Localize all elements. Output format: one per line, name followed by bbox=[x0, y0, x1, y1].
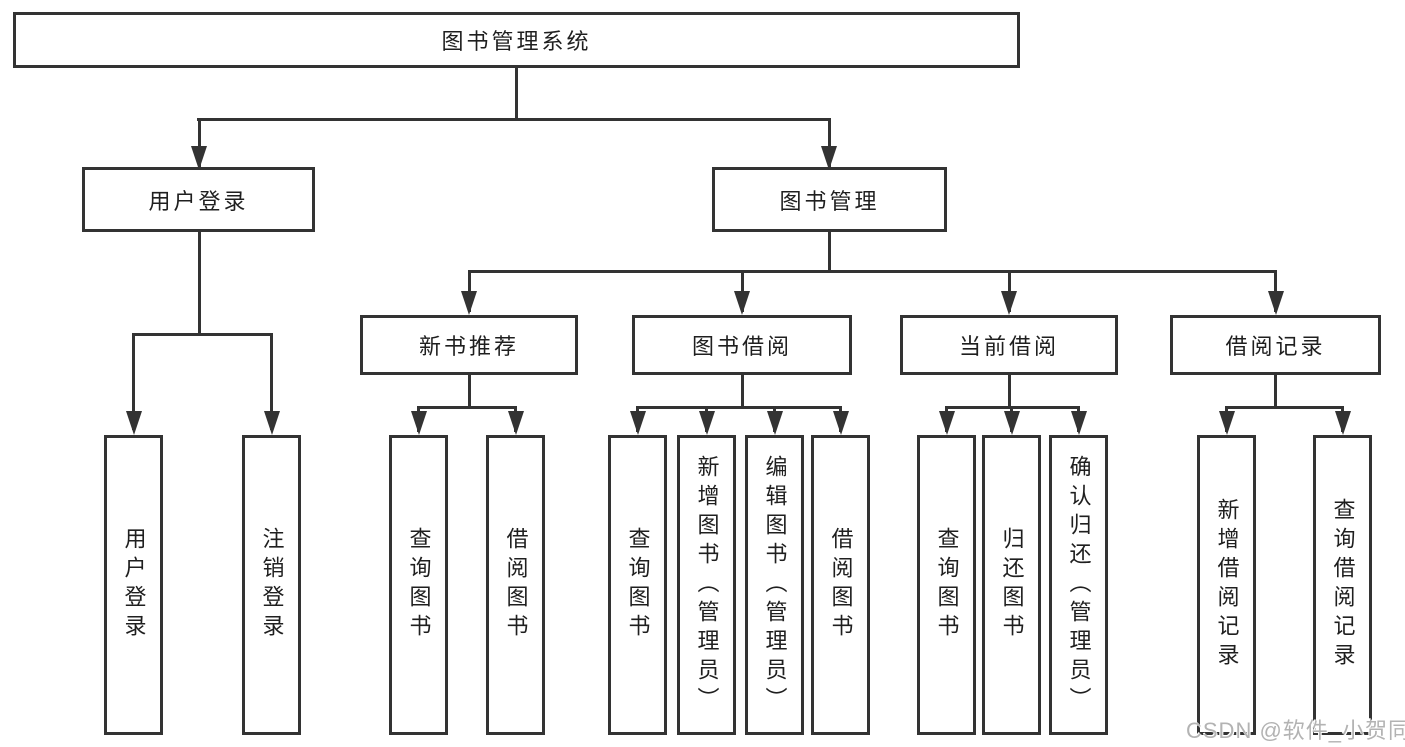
arrowhead-icon bbox=[1001, 291, 1017, 315]
connector-line bbox=[636, 406, 842, 409]
connector-line bbox=[417, 406, 517, 409]
connector-line bbox=[197, 232, 201, 336]
leaf-query-borrow-record-label: 查询借阅记录 bbox=[1330, 498, 1356, 672]
arrowhead-icon bbox=[1070, 411, 1087, 435]
node-current-borrowing-label: 当前借阅 bbox=[958, 334, 1059, 359]
arrowhead-icon bbox=[629, 411, 646, 435]
node-root: 图书管理系统 bbox=[13, 12, 1020, 68]
leaf-add-book-admin: 新增图书（管理员） bbox=[677, 435, 736, 735]
connector-line bbox=[467, 372, 471, 409]
leaf-logout: 注销登录 bbox=[242, 435, 301, 735]
connector-line bbox=[1007, 372, 1011, 409]
connector-line bbox=[515, 68, 518, 120]
leaf-query-books-borrowing-label: 查询图书 bbox=[625, 527, 651, 643]
arrowhead-icon bbox=[1334, 411, 1351, 435]
leaf-borrow-books-borrowing: 借阅图书 bbox=[811, 435, 870, 735]
leaf-add-borrow-record-label: 新增借阅记录 bbox=[1214, 498, 1240, 672]
arrowhead-icon bbox=[410, 411, 427, 435]
node-book-borrowing: 图书借阅 bbox=[632, 315, 852, 375]
arrowhead-icon bbox=[734, 291, 750, 315]
arrowhead-icon bbox=[125, 411, 142, 435]
leaf-edit-book-admin: 编辑图书（管理员） bbox=[745, 435, 804, 735]
leaf-add-book-admin-label: 新增图书（管理员） bbox=[694, 454, 720, 716]
node-root-label: 图书管理系统 bbox=[441, 29, 592, 54]
leaf-user-login-label: 用户登录 bbox=[121, 527, 147, 643]
connector-line bbox=[467, 270, 1277, 273]
node-book-borrowing-label: 图书借阅 bbox=[691, 334, 792, 359]
arrowhead-icon bbox=[1267, 291, 1284, 315]
node-user-login: 用户登录 bbox=[82, 167, 315, 232]
node-new-book-recommendation: 新书推荐 bbox=[360, 315, 578, 375]
node-new-book-recommendation-label: 新书推荐 bbox=[418, 334, 519, 359]
connector-line bbox=[740, 372, 744, 409]
arrowhead-icon bbox=[1218, 411, 1235, 435]
arrowhead-icon bbox=[1003, 411, 1020, 435]
leaf-borrow-books-borrowing-label: 借阅图书 bbox=[828, 527, 854, 643]
leaf-query-books-borrowing: 查询图书 bbox=[608, 435, 667, 735]
leaf-confirm-return-admin: 确认归还（管理员） bbox=[1049, 435, 1108, 735]
connector-line bbox=[197, 118, 831, 121]
connector-line bbox=[827, 118, 831, 168]
connector-line bbox=[132, 333, 273, 336]
arrowhead-icon bbox=[821, 146, 837, 170]
arrowhead-icon bbox=[832, 411, 849, 435]
leaf-return-books-label: 归还图书 bbox=[999, 527, 1025, 643]
connector-line bbox=[827, 232, 831, 273]
leaf-query-books-current-label: 查询图书 bbox=[934, 527, 960, 643]
leaf-query-borrow-record: 查询借阅记录 bbox=[1313, 435, 1372, 735]
arrowhead-icon bbox=[766, 411, 783, 435]
node-borrowing-records-label: 借阅记录 bbox=[1225, 334, 1326, 359]
leaf-user-login: 用户登录 bbox=[104, 435, 163, 735]
connector-line bbox=[1274, 372, 1277, 409]
connector-line bbox=[132, 333, 135, 430]
arrowhead-icon bbox=[507, 411, 524, 435]
leaf-add-borrow-record: 新增借阅记录 bbox=[1197, 435, 1256, 735]
node-book-management-label: 图书管理 bbox=[779, 188, 880, 214]
connector-line bbox=[270, 333, 273, 430]
arrowhead-icon bbox=[698, 411, 715, 435]
leaf-return-books: 归还图书 bbox=[982, 435, 1041, 735]
node-user-login-label: 用户登录 bbox=[148, 188, 249, 214]
connector-line bbox=[1225, 406, 1344, 409]
csdn-watermark: CSDN @软件_小贺同学 bbox=[1186, 718, 1405, 743]
leaf-query-books-recommend: 查询图书 bbox=[389, 435, 448, 735]
node-borrowing-records: 借阅记录 bbox=[1170, 315, 1381, 375]
leaf-edit-book-admin-label: 编辑图书（管理员） bbox=[762, 454, 788, 716]
leaf-query-books-current: 查询图书 bbox=[917, 435, 976, 735]
leaf-borrow-books-recommend: 借阅图书 bbox=[486, 435, 545, 735]
node-current-borrowing: 当前借阅 bbox=[900, 315, 1118, 375]
leaf-confirm-return-admin-label: 确认归还（管理员） bbox=[1066, 454, 1092, 716]
arrowhead-icon bbox=[461, 291, 477, 315]
leaf-query-books-recommend-label: 查询图书 bbox=[406, 527, 432, 643]
leaf-logout-label: 注销登录 bbox=[259, 527, 285, 643]
connector-line bbox=[197, 118, 201, 168]
arrowhead-icon bbox=[938, 411, 955, 435]
node-book-management: 图书管理 bbox=[712, 167, 947, 232]
arrowhead-icon bbox=[191, 146, 207, 170]
arrowhead-icon bbox=[263, 411, 280, 435]
leaf-borrow-books-recommend-label: 借阅图书 bbox=[503, 527, 529, 643]
